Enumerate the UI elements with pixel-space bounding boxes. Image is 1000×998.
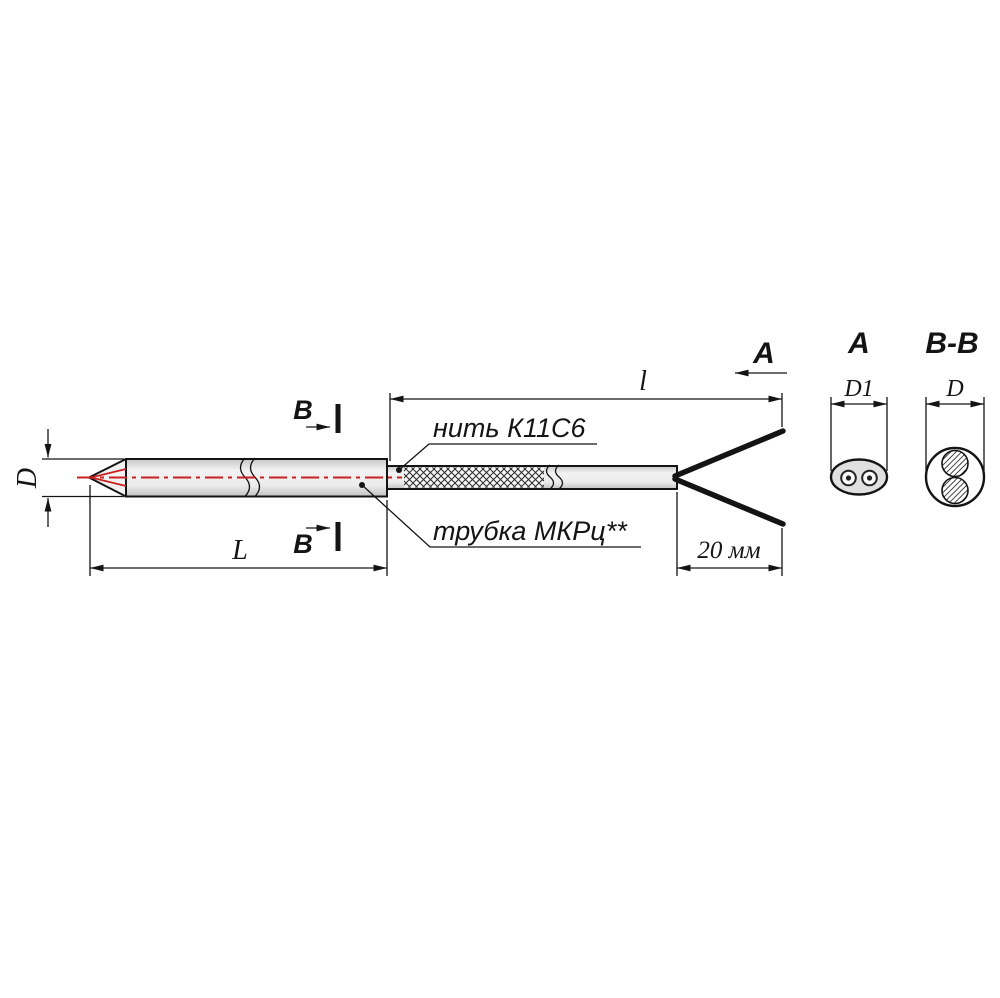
dim-D-label: D (12, 468, 43, 489)
thermocouple-junction-red (90, 468, 127, 487)
dim-D1-label: D1 (843, 376, 873, 402)
section-B-label-bottom: В (293, 529, 313, 559)
callout-thread: нить К11С6 (396, 413, 597, 473)
section-view-BB: В-В D (924, 327, 986, 508)
section-view-A: А D1 (829, 327, 889, 496)
dimension-L: L (89, 485, 388, 576)
callout-tube: трубка МКРц** (359, 482, 641, 548)
probe-body (77, 428, 786, 527)
callout-tube-label: трубка МКРц** (433, 516, 628, 546)
braid-section (404, 467, 544, 488)
dimension-D-left: D (12, 429, 124, 527)
callout-thread-label: нить К11С6 (433, 413, 587, 443)
flexible-tube-break-line-1 (545, 464, 555, 490)
section-view-A-title: А (847, 327, 870, 360)
section-A-conductor-right-core (866, 475, 873, 481)
section-BB-electrode-bottom (941, 476, 969, 505)
dim-20mm-label: 20 мм (697, 537, 760, 564)
wire-top (672, 428, 786, 479)
callout-thread-leader (398, 443, 597, 471)
dim-L-label: L (231, 535, 248, 566)
dim-l-label: l (639, 366, 647, 397)
dimension-20mm: 20 мм (676, 492, 783, 576)
section-A-cable-outline (829, 458, 889, 496)
section-B-label-top: В (293, 395, 313, 425)
section-BB-electrode-top (941, 449, 969, 478)
section-view-BB-title: В-В (925, 327, 978, 360)
wire-bottom (672, 476, 786, 527)
view-direction-A: А (735, 337, 787, 377)
callout-tube-leader (361, 484, 641, 548)
section-A-conductor-left-core (845, 475, 852, 481)
section-cut-B: В В (293, 395, 341, 559)
flexible-tube-break-line-2 (554, 464, 564, 490)
view-A-arrow-label: А (752, 337, 775, 370)
dim-D-bb-label: D (945, 376, 963, 402)
dimension-l: l (389, 366, 783, 461)
